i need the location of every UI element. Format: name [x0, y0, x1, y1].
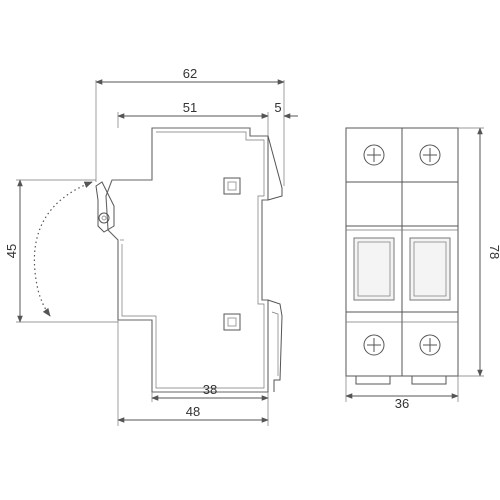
handle-panel-left	[353, 237, 395, 301]
screw-icon	[363, 334, 385, 356]
dim-front-width: 36	[345, 393, 459, 411]
dim-width-overall: 62	[95, 66, 285, 85]
screw-icon	[419, 334, 441, 356]
lower-screw-square	[223, 313, 241, 331]
dim-label-45: 45	[4, 244, 19, 258]
upper-screw-square	[223, 177, 241, 195]
din-latch	[95, 181, 115, 233]
dim-width-body: 51	[117, 100, 269, 119]
dim-rail-height: 45	[4, 179, 23, 323]
dim-label-48: 48	[186, 404, 200, 419]
dim-base-outer: 48	[117, 404, 269, 423]
side-extension-lines	[16, 80, 285, 426]
top-terminal-edge	[267, 135, 283, 201]
dim-label-36: 36	[395, 396, 409, 411]
front-view	[345, 127, 459, 385]
dim-base-inner: 38	[151, 382, 269, 401]
dim-label-5: 5	[274, 100, 281, 115]
side-view	[95, 127, 283, 393]
side-body-inner	[121, 131, 265, 389]
dim-label-78: 78	[487, 245, 500, 259]
side-body-outline	[105, 127, 269, 393]
latch-screw-icon	[98, 212, 110, 224]
bottom-clip-right	[411, 376, 447, 385]
rail-clip	[267, 299, 283, 392]
handle-panel-right	[409, 237, 451, 301]
dim-label-62: 62	[183, 66, 197, 81]
latch-rotation-arc	[33, 181, 93, 317]
dim-terminal-offset: 5	[256, 100, 298, 119]
dim-front-height: 78	[477, 127, 500, 377]
rail-clip-inner	[271, 311, 279, 376]
dim-label-38: 38	[203, 382, 217, 397]
screw-icon	[363, 144, 385, 166]
dim-label-51: 51	[183, 100, 197, 115]
bottom-clip-left	[355, 376, 391, 385]
screw-icon	[419, 144, 441, 166]
